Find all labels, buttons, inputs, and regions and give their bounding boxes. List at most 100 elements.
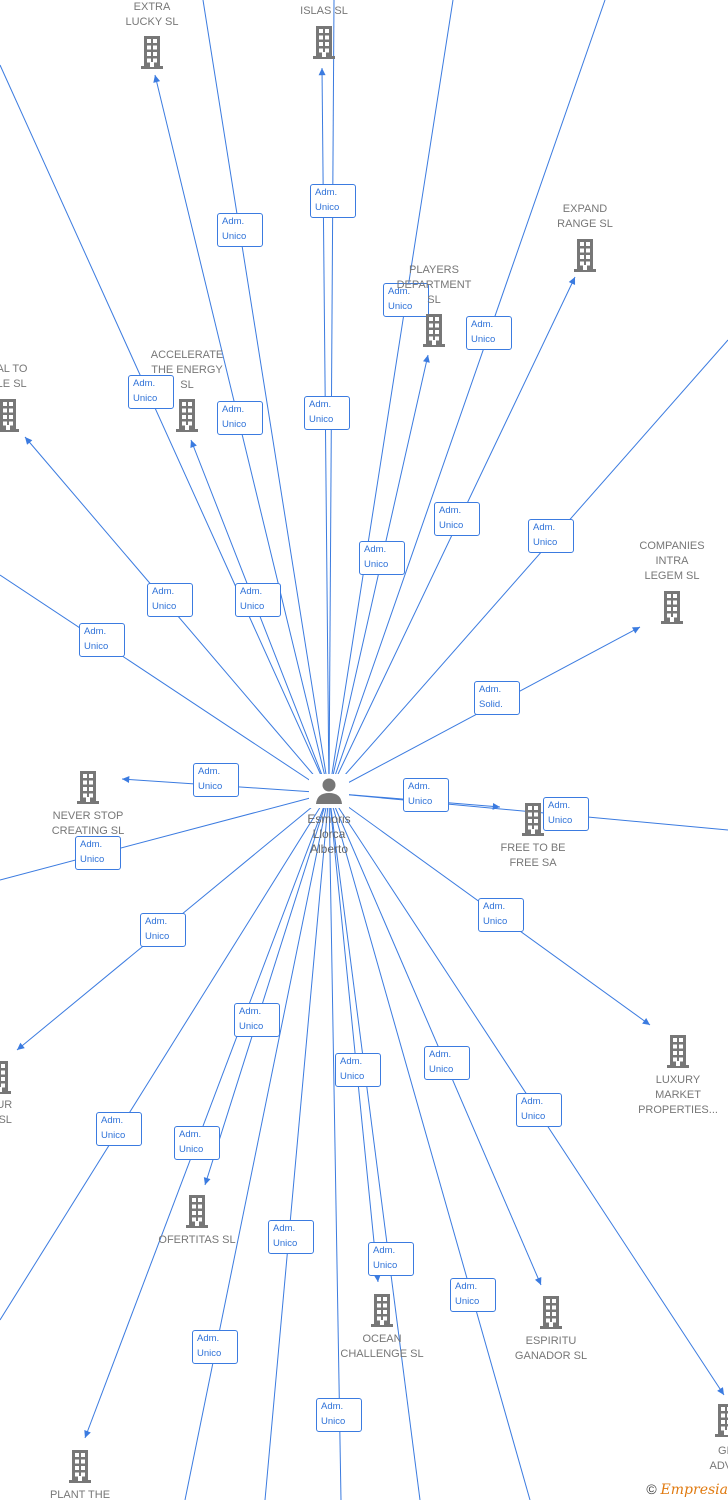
relation-type: Unico — [439, 520, 464, 531]
relation-edge — [321, 67, 330, 794]
relation-label[interactable]: Adm.Unico — [543, 797, 589, 831]
relation-label[interactable]: Adm.Unico — [478, 898, 524, 932]
arrow-head-icon — [153, 75, 161, 83]
relation-label[interactable]: Adm. Unico — [368, 1242, 414, 1276]
building-icon[interactable] — [71, 769, 105, 805]
relation-label[interactable]: Adm.Unico — [96, 1112, 142, 1146]
company-name[interactable]: ISLAS SL — [300, 4, 348, 19]
relation-label[interactable]: Adm.Unico — [304, 396, 350, 430]
relation-label[interactable]: Adm.Solid. — [474, 681, 520, 715]
relation-label[interactable]: Adm.Unico — [75, 836, 121, 870]
arrow-head-icon — [203, 1177, 211, 1185]
relation-label[interactable]: Adm.Unico — [268, 1220, 314, 1254]
relation-role: Adm. — [521, 1096, 544, 1107]
relation-label[interactable]: Adm.Unico — [234, 1003, 280, 1037]
building-icon[interactable] — [709, 1402, 728, 1438]
empresia-watermark: © Empresia — [646, 1481, 728, 1498]
relation-label[interactable]: Adm.Unico — [140, 913, 186, 947]
relation-label[interactable]: Adm.Unico — [192, 1330, 238, 1364]
company-name-line: PLANT THE — [49, 1489, 111, 1501]
relation-label[interactable]: Adm.Unico — [335, 1053, 381, 1087]
relation-role: Adm. — [179, 1129, 202, 1140]
arrow-head-icon — [642, 1017, 650, 1025]
relation-edge — [328, 792, 379, 1283]
relation-role: Adm. — [373, 1245, 396, 1256]
relation-type: Unico — [408, 796, 433, 807]
relation-label[interactable]: Adm.Unico — [403, 778, 449, 812]
relation-label[interactable]: Adm.Unico — [516, 1093, 562, 1127]
relation-label[interactable]: Adm.Unico — [310, 184, 356, 218]
relation-label[interactable]: Adm.Unico — [316, 1398, 362, 1432]
company-name-line: GE — [718, 1445, 728, 1457]
relation-label[interactable]: Adm.Unico — [217, 213, 263, 247]
relation-label[interactable]: Adm.Unico — [424, 1046, 470, 1080]
relation-type: Unico — [309, 414, 334, 425]
relation-type: Unico — [321, 1416, 346, 1427]
relation-label[interactable]: Adm.Unico — [79, 623, 125, 657]
relation-type: Unico — [364, 559, 389, 570]
relation-edge — [202, 0, 330, 794]
relation-label[interactable]: Adm.Unico — [217, 401, 263, 435]
building-icon[interactable] — [661, 1033, 695, 1069]
building-icon[interactable] — [534, 1294, 568, 1330]
relation-role: Adm. — [101, 1115, 124, 1126]
relation-role: Adm. — [273, 1223, 296, 1234]
relation-label[interactable]: Adm.Unico — [128, 375, 174, 409]
relation-label[interactable]: Adm.Unico — [383, 283, 429, 317]
building-icon[interactable] — [0, 1059, 17, 1095]
building-icon[interactable] — [307, 24, 341, 60]
relation-role: Adm. — [80, 839, 103, 850]
arrow-head-icon — [717, 1387, 724, 1395]
company-name[interactable]: PLANT THE — [50, 1488, 110, 1503]
company-name-line: CREATING SL — [51, 825, 125, 837]
building-icon[interactable] — [417, 312, 451, 348]
company-name[interactable]: DAL TOALE SL — [0, 362, 27, 392]
relation-role: Adm. — [388, 286, 411, 297]
relation-role: Adm. — [429, 1049, 452, 1060]
relation-role: Adm. — [222, 216, 245, 227]
relation-label[interactable]: Adm.Unico — [434, 502, 480, 536]
relation-label[interactable]: Adm.Unico — [193, 763, 239, 797]
relation-label[interactable]: Adm.Unico — [359, 541, 405, 575]
relation-label[interactable]: Adm.Unico — [235, 583, 281, 617]
building-icon[interactable] — [568, 237, 602, 273]
person-icon[interactable] — [309, 774, 349, 808]
relation-label[interactable]: Adm.Unico — [450, 1278, 496, 1312]
building-icon[interactable] — [655, 589, 689, 625]
relation-type: Unico — [239, 1021, 264, 1032]
relation-label[interactable]: Adm.Unico — [174, 1126, 220, 1160]
building-icon[interactable] — [135, 34, 169, 70]
relation-type: Unico — [373, 1260, 398, 1271]
relation-edge — [328, 0, 454, 794]
company-name[interactable]: OURE SL — [0, 1098, 12, 1128]
person-name-line: Alberto — [309, 842, 349, 856]
relation-label[interactable]: Adm.Unico — [528, 519, 574, 553]
brand-logo: Empresia — [660, 1482, 728, 1498]
relation-label[interactable]: Adm.Unico — [147, 583, 193, 617]
company-name[interactable]: OFERTITAS SL — [158, 1233, 235, 1248]
building-icon[interactable] — [516, 801, 550, 837]
building-icon[interactable] — [170, 397, 204, 433]
building-icon[interactable] — [63, 1448, 97, 1484]
building-icon[interactable] — [180, 1193, 214, 1229]
company-name[interactable]: GEADVIS — [709, 1444, 728, 1474]
relation-role: Adm. — [533, 522, 556, 533]
relation-role: Adm. — [198, 766, 221, 777]
company-name-line: ALE SL — [0, 378, 27, 390]
building-icon[interactable] — [365, 1292, 399, 1328]
building-icon[interactable] — [0, 397, 25, 433]
relation-label[interactable]: Adm.Unico — [466, 316, 512, 350]
relation-edge — [328, 792, 342, 1500]
relation-type: Unico — [455, 1296, 480, 1307]
